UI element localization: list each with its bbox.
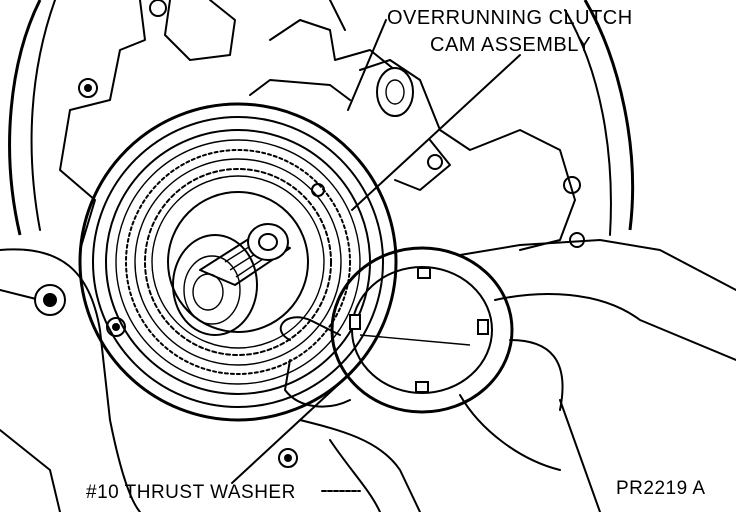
bolt-icon (427, 154, 443, 170)
input-shaft (199, 223, 291, 286)
washer-tab-icon (477, 319, 489, 335)
cam-bracket (359, 59, 576, 251)
thrust-washer (330, 246, 514, 414)
cam-assembly-label-line1: OVERRUNNING CLUTCH (387, 7, 633, 29)
cam-leader-line (351, 54, 521, 211)
bolt-icon (569, 232, 585, 248)
bolt-center-icon (112, 323, 120, 331)
bolt-center-icon (284, 454, 292, 462)
leader-lines (231, 19, 521, 492)
figure-number: PR2219 A (616, 478, 706, 499)
washer-tab-icon (415, 381, 429, 393)
washer-tab-icon (417, 267, 431, 279)
clutch-ring-assembly (78, 102, 398, 422)
thrust-washer-label: #10 THRUST WASHER (86, 482, 296, 503)
housing (0, 0, 635, 512)
bolt-icon (311, 183, 325, 197)
washer-leader-line (231, 371, 353, 484)
washer-tab-icon (349, 314, 361, 330)
hands (279, 239, 736, 512)
cam-leader-line (347, 19, 387, 111)
bolt-center-icon (43, 293, 57, 307)
bolt-center-icon (84, 84, 92, 92)
bolt-icon (149, 0, 167, 17)
bolts (34, 0, 585, 468)
cam-assembly-label-line2: CAM ASSEMBLY (430, 34, 592, 56)
